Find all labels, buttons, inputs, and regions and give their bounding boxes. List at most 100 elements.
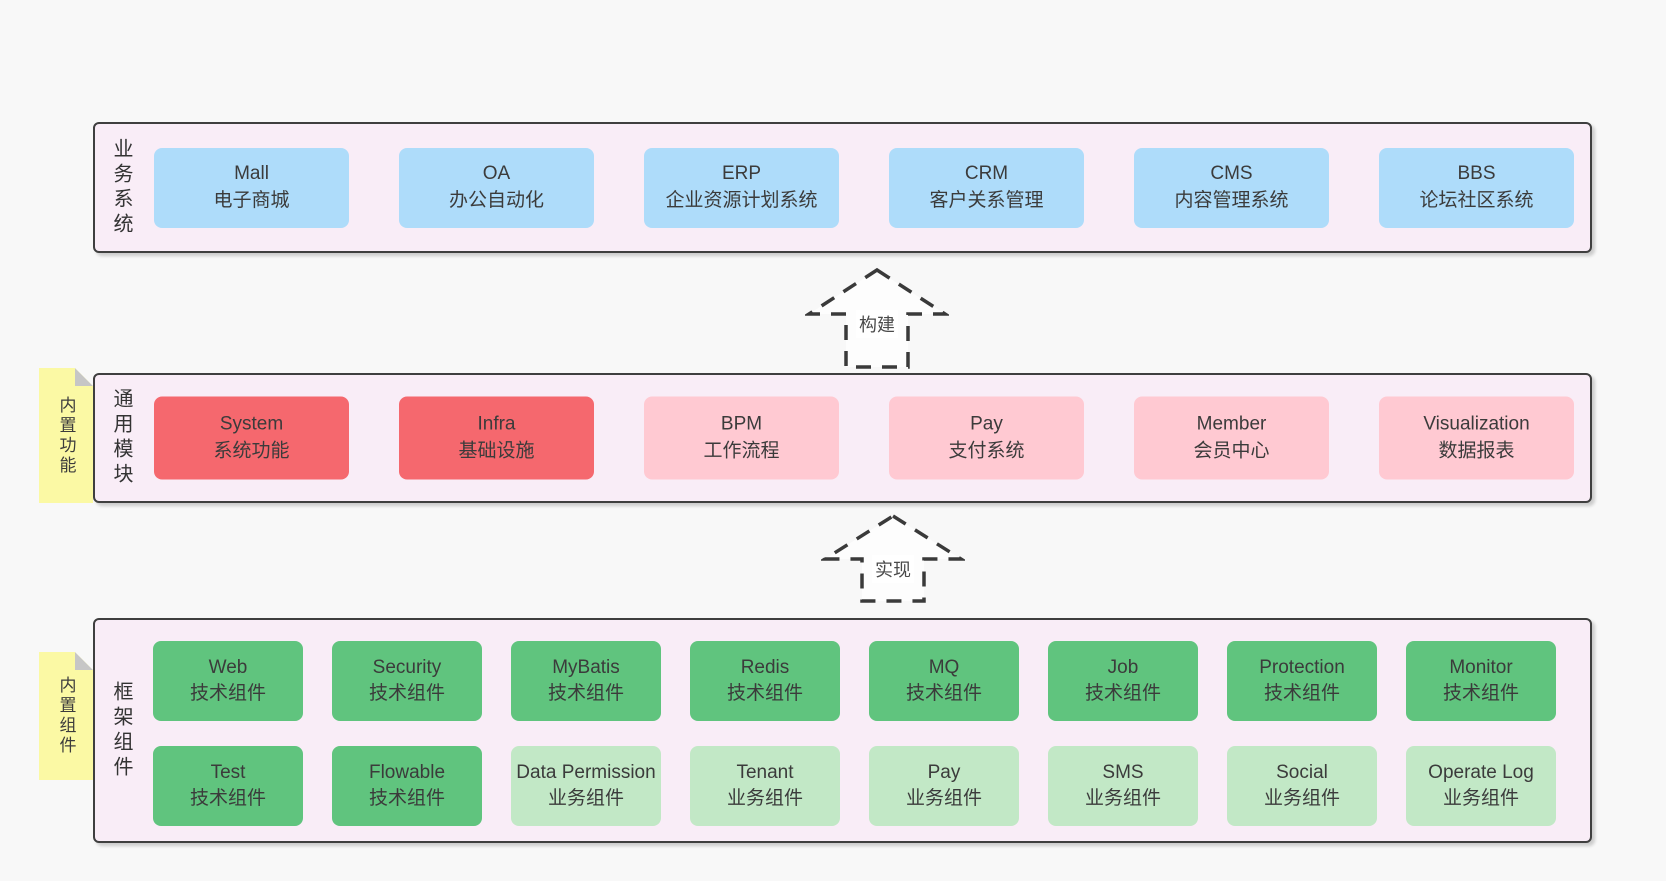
box-test: Test 技术组件 bbox=[153, 746, 303, 826]
box-subtitle: 技术组件 bbox=[189, 683, 266, 704]
box-subtitle: 工作流程 bbox=[703, 440, 780, 461]
box-subtitle: 技术组件 bbox=[1263, 683, 1340, 704]
arrow-label: 实现 bbox=[872, 555, 914, 583]
box-title: CMS bbox=[1210, 163, 1253, 185]
box-erp: ERP 企业资源计划系统 bbox=[644, 147, 839, 228]
tag-built-in-components: 内置组件 bbox=[39, 652, 93, 780]
box-mybatis: MyBatis 技术组件 bbox=[511, 641, 661, 721]
box-title: Web bbox=[208, 656, 248, 678]
box-subtitle: 电子商城 bbox=[213, 189, 290, 211]
box-subtitle: 系统功能 bbox=[213, 440, 290, 461]
box-social: Social 业务组件 bbox=[1227, 746, 1377, 826]
box-visualization: Visualization 数据报表 bbox=[1379, 396, 1574, 480]
box-monitor: Monitor 技术组件 bbox=[1406, 641, 1556, 721]
box-subtitle: 技术组件 bbox=[368, 683, 445, 704]
box-web: Web 技术组件 bbox=[153, 641, 303, 721]
box-title: System bbox=[219, 413, 284, 435]
box-subtitle: 业务组件 bbox=[905, 788, 982, 809]
tag-built-in-features: 内置功能 bbox=[39, 368, 93, 503]
box-title: Infra bbox=[477, 413, 516, 435]
box-security: Security 技术组件 bbox=[332, 641, 482, 721]
box-job: Job 技术组件 bbox=[1048, 641, 1198, 721]
box-title: Mall bbox=[234, 163, 269, 185]
box-bbs: BBS 论坛社区系统 bbox=[1379, 147, 1574, 228]
box-title: Job bbox=[1107, 656, 1139, 678]
box-operate-log: Operate Log 业务组件 bbox=[1406, 746, 1556, 826]
box-cms: CMS 内容管理系统 bbox=[1134, 147, 1329, 228]
box-title: Security bbox=[372, 656, 442, 678]
box-subtitle: 业务组件 bbox=[547, 788, 624, 809]
box-title: OA bbox=[482, 163, 511, 185]
tag-label: 内置组件 bbox=[56, 676, 76, 756]
box-title: Visualization bbox=[1423, 413, 1530, 435]
box-member: Member 会员中心 bbox=[1134, 396, 1329, 480]
box-subtitle: 技术组件 bbox=[547, 683, 624, 704]
box-oa: OA 办公自动化 bbox=[399, 147, 594, 228]
box-title: MQ bbox=[928, 656, 960, 678]
box-title: Operate Log bbox=[1428, 761, 1534, 783]
box-sms: SMS 业务组件 bbox=[1048, 746, 1198, 826]
box-protection: Protection 技术组件 bbox=[1227, 641, 1377, 721]
box-subtitle: 支付系统 bbox=[948, 440, 1025, 461]
box-pay: Pay 支付系统 bbox=[889, 396, 1084, 480]
box-title: BPM bbox=[720, 413, 763, 435]
box-title: Social bbox=[1276, 761, 1328, 783]
box-title: Pay bbox=[927, 761, 961, 783]
box-title: ERP bbox=[721, 163, 762, 185]
box-subtitle: 内容管理系统 bbox=[1174, 189, 1289, 211]
box-subtitle: 论坛社区系统 bbox=[1419, 189, 1534, 211]
box-subtitle: 技术组件 bbox=[1084, 683, 1161, 704]
folded-corner-icon bbox=[75, 652, 93, 670]
box-title: Member bbox=[1196, 413, 1267, 435]
box-title: BBS bbox=[1457, 163, 1496, 185]
box-subtitle: 基础设施 bbox=[458, 440, 535, 461]
box-title: Pay bbox=[970, 413, 1003, 435]
box-infra: Infra 基础设施 bbox=[399, 396, 594, 480]
tag-label: 内置功能 bbox=[56, 395, 76, 476]
layer-common-modules: 通用模块 System 系统功能 Infra 基础设施 BPM 工作流程 Pay 支付系统 Me… bbox=[93, 373, 1592, 503]
box-subtitle: 业务组件 bbox=[726, 788, 803, 809]
box-title: MyBatis bbox=[552, 656, 620, 678]
box-data-permission: Data Permission 业务组件 bbox=[511, 746, 661, 826]
box-subtitle: 技术组件 bbox=[726, 683, 803, 704]
box-redis: Redis 技术组件 bbox=[690, 641, 840, 721]
box-title: Test bbox=[210, 761, 246, 783]
box-subtitle: 业务组件 bbox=[1084, 788, 1161, 809]
box-title: CRM bbox=[964, 163, 1009, 185]
box-subtitle: 技术组件 bbox=[1442, 683, 1519, 704]
box-subtitle: 会员中心 bbox=[1193, 440, 1270, 461]
box-title: Redis bbox=[740, 656, 790, 678]
box-subtitle: 办公自动化 bbox=[448, 189, 544, 211]
box-title: Tenant bbox=[736, 761, 794, 783]
box-pay: Pay 业务组件 bbox=[869, 746, 1019, 826]
folded-corner-icon bbox=[75, 368, 93, 386]
box-subtitle: 业务组件 bbox=[1263, 788, 1340, 809]
box-subtitle: 技术组件 bbox=[368, 788, 445, 809]
box-tenant: Tenant 业务组件 bbox=[690, 746, 840, 826]
arrow-label: 构建 bbox=[856, 310, 898, 338]
layer-label: 框架组件 bbox=[110, 680, 132, 781]
box-title: SMS bbox=[1102, 761, 1144, 783]
box-bpm: BPM 工作流程 bbox=[644, 396, 839, 480]
box-title: Protection bbox=[1259, 656, 1345, 678]
box-subtitle: 技术组件 bbox=[189, 788, 266, 809]
box-title: Monitor bbox=[1449, 656, 1513, 678]
box-subtitle: 数据报表 bbox=[1438, 440, 1515, 461]
box-subtitle: 业务组件 bbox=[1442, 788, 1519, 809]
box-system: System 系统功能 bbox=[154, 396, 349, 480]
layer-label: 通用模块 bbox=[110, 388, 132, 488]
box-mall: Mall 电子商城 bbox=[154, 147, 349, 228]
box-subtitle: 企业资源计划系统 bbox=[665, 189, 818, 211]
box-title: Data Permission bbox=[516, 761, 656, 783]
layer-label: 业务系统 bbox=[110, 137, 132, 238]
arrow-implement-up: 实现 bbox=[821, 512, 965, 604]
modules-boxes-row: System 系统功能 Infra 基础设施 BPM 工作流程 Pay 支付系统 Member 会… bbox=[154, 396, 1574, 480]
